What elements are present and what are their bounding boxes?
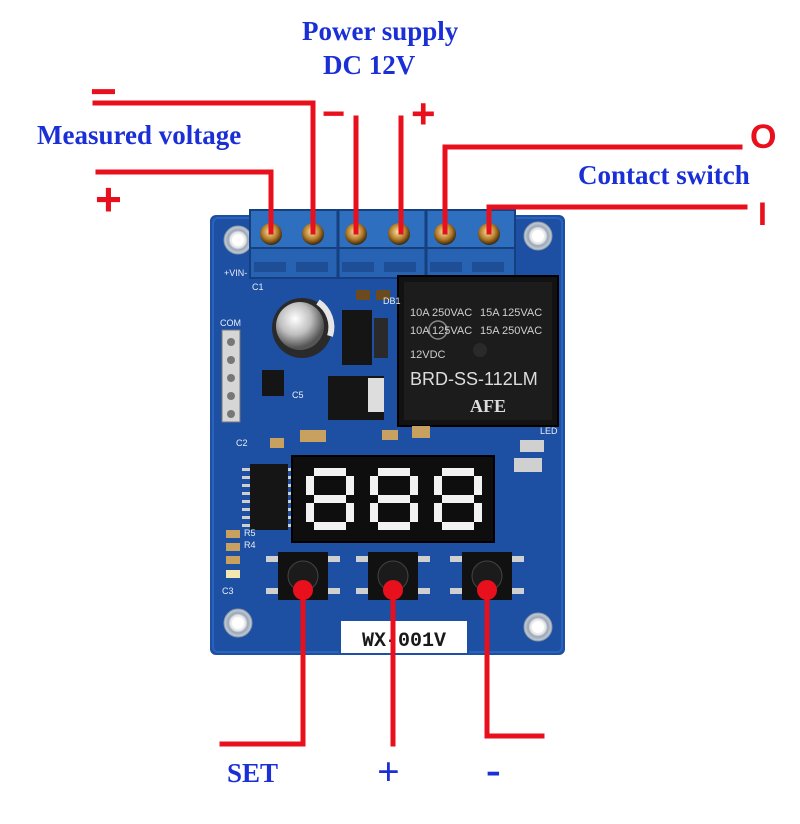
- display-segment-2-f: [370, 476, 378, 495]
- power-supply-voltage-label: DC 12V: [323, 50, 416, 80]
- terminal-blocks: [249, 209, 516, 279]
- display-digits: [306, 468, 482, 530]
- supply-minus-symbol: −: [322, 92, 346, 136]
- measured-voltage-label: Measured voltage: [37, 120, 242, 150]
- relay-brand: AFE: [470, 396, 506, 416]
- relay-coil: 12VDC: [410, 349, 446, 361]
- display-segment-3-d: [442, 522, 474, 530]
- wire-minus-button: [484, 582, 545, 739]
- display-segment-1-a: [314, 468, 346, 476]
- set-label: SET: [227, 758, 279, 788]
- header-pins: [221, 329, 241, 423]
- display-segment-2-g: [378, 495, 410, 503]
- wire-measured-plus: [95, 169, 274, 235]
- silk-c1: C1: [252, 282, 264, 292]
- capacitor: [272, 298, 335, 358]
- wire-tips: [293, 580, 497, 600]
- display-segment-3-e: [434, 503, 442, 522]
- minus-label: -: [486, 745, 501, 794]
- wires: [92, 100, 748, 747]
- relay: [397, 275, 559, 427]
- plus-label: +: [377, 749, 400, 794]
- wire-set-button: [219, 582, 306, 747]
- measured-plus-symbol: +: [95, 173, 122, 225]
- resistors: [226, 530, 240, 578]
- display-segment-1-d: [314, 522, 346, 530]
- silk-com: COM: [220, 318, 241, 328]
- supply-plus-symbol: +: [411, 90, 436, 137]
- display-segment-2-c: [410, 503, 418, 522]
- silk-c3: C3: [222, 586, 234, 596]
- power-supply-label: Power supply: [302, 16, 459, 46]
- display-segment-3-f: [434, 476, 442, 495]
- contact-switch-label: Contact switch: [578, 160, 750, 190]
- silk-led: LED: [540, 426, 558, 436]
- relay-spec-4: 15A 250VAC: [480, 325, 542, 337]
- silk-c5: C5: [292, 390, 304, 400]
- wire-measured-minus: [92, 100, 316, 235]
- display-segment-3-c: [474, 503, 482, 522]
- smd-components: [262, 290, 544, 472]
- wire-contact-closed: [486, 204, 748, 235]
- display-segment-1-b: [346, 476, 354, 495]
- model-label-box: [339, 619, 469, 655]
- display-segment-1-f: [306, 476, 314, 495]
- relay-spec-2: 10A 125VAC: [410, 325, 472, 337]
- display-segment-2-a: [378, 468, 410, 476]
- display-segment-2-d: [378, 522, 410, 530]
- relay-spec-3: 15A 125VAC: [480, 307, 542, 319]
- display-segment-3-g: [442, 495, 474, 503]
- measured-minus-symbol: −: [90, 65, 117, 117]
- display-segment-2-e: [370, 503, 378, 522]
- contact-open-symbol: O: [750, 118, 777, 156]
- silk-vin: +VIN-: [224, 268, 247, 278]
- silk-r5: R5: [244, 528, 256, 538]
- silk-r4: R4: [244, 540, 256, 550]
- display-segment-1-g: [314, 495, 346, 503]
- display-segment-1-c: [346, 503, 354, 522]
- wire-contact-open: [442, 144, 743, 235]
- contact-closed-symbol: I: [758, 196, 767, 232]
- display-segment-1-e: [306, 503, 314, 522]
- relay-spec-1: 10A 250VAC: [410, 307, 472, 319]
- display-segment-2-b: [410, 476, 418, 495]
- ic-chip: [242, 464, 296, 530]
- display-segment-3-b: [474, 476, 482, 495]
- silk-db1: DB1: [383, 296, 401, 306]
- display-segment-3-a: [442, 468, 474, 476]
- relay-model: BRD-SS-112LM: [410, 369, 538, 389]
- model-label: WX-001V: [362, 630, 446, 653]
- silk-c2: C2: [236, 438, 248, 448]
